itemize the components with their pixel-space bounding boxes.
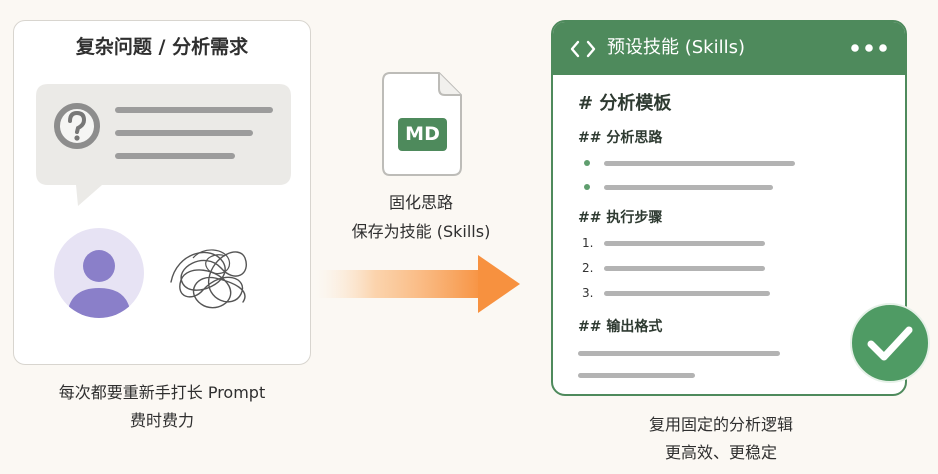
section-heading: ## 输出格式 (578, 319, 663, 335)
checkmark-icon (850, 303, 930, 383)
skills-window-title: 预设技能 (Skills) (607, 37, 745, 58)
text-placeholder-line (578, 373, 695, 378)
more-options-icon[interactable] (850, 42, 888, 54)
text-placeholder-line (604, 241, 765, 246)
problem-card (13, 20, 311, 365)
speech-bubble (36, 84, 291, 206)
text-placeholder-line (604, 185, 773, 190)
problem-caption-line1: 每次都要重新手打长 Prompt (58, 383, 266, 402)
save-step-line2: 保存为技能 (Skills) (351, 222, 491, 241)
skills-window: 预设技能 (Skills) # 分析模板 ## 分析思路 ## 执行步骤 1. … (551, 20, 907, 396)
bullet-dot (584, 184, 590, 190)
scribble-icon (170, 249, 247, 309)
doc-title: # 分析模板 (578, 93, 672, 114)
arrow-right-icon (316, 255, 520, 313)
user-avatar-icon (54, 228, 144, 318)
list-number: 3. (582, 286, 594, 300)
skills-window-header: 预设技能 (Skills) (553, 22, 905, 75)
reuse-caption-line2: 更高效、更稳定 (664, 443, 777, 462)
text-placeholder-line (604, 161, 795, 166)
list-number: 1. (582, 236, 594, 250)
text-placeholder-line (604, 291, 770, 296)
markdown-file-label: MD (398, 118, 447, 151)
question-icon (54, 103, 100, 149)
code-brackets-icon (570, 40, 596, 58)
problem-caption-line2: 费时费力 (129, 411, 194, 430)
reuse-caption-line1: 复用固定的分析逻辑 (648, 415, 793, 434)
text-placeholder-line (578, 351, 780, 356)
text-placeholder-line (604, 266, 765, 271)
problem-card-title: 复杂问题 / 分析需求 (75, 36, 249, 58)
list-number: 2. (582, 261, 594, 275)
section-heading: ## 执行步骤 (578, 210, 663, 226)
save-step-line1: 固化思路 (388, 193, 453, 212)
section-heading: ## 分析思路 (578, 130, 663, 146)
bullet-dot (584, 160, 590, 166)
